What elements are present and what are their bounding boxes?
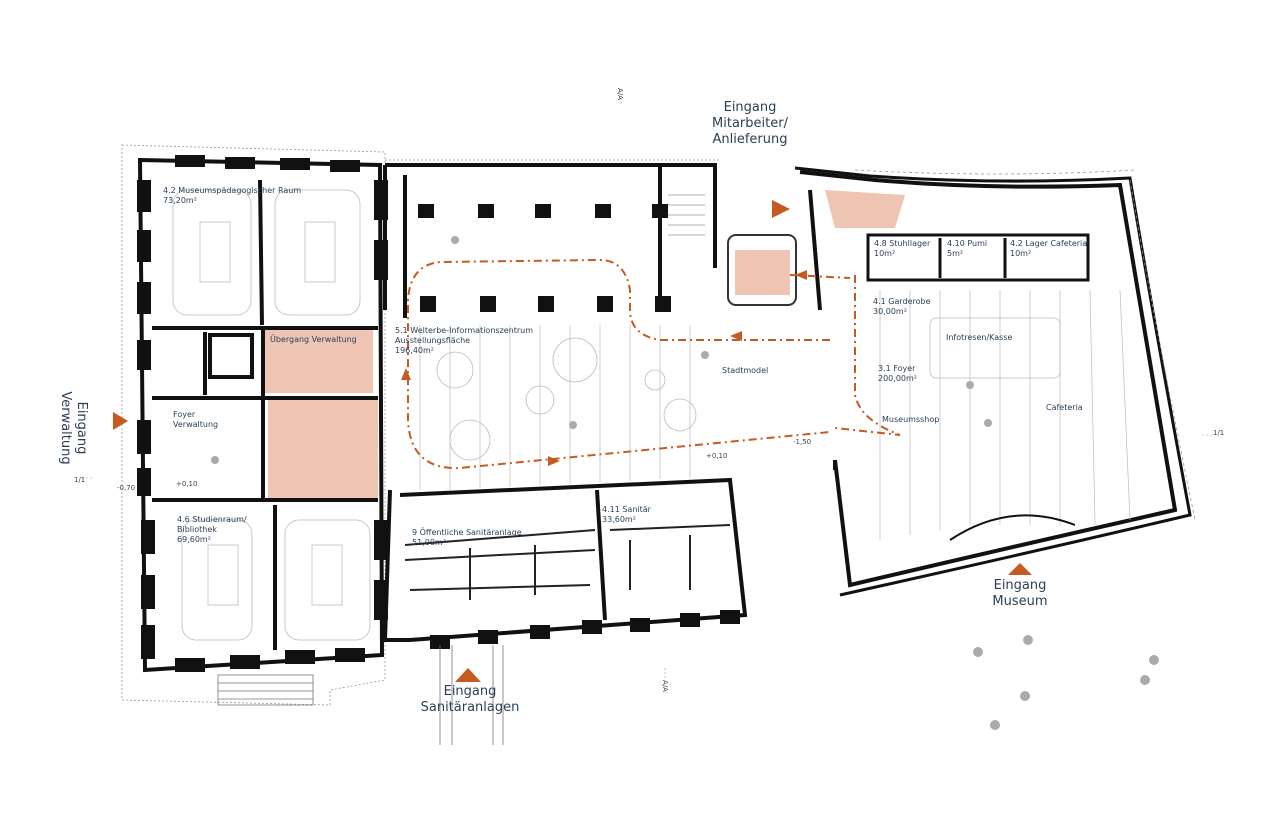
sanitary-walls (404, 524, 731, 600)
room-sanitaer: 4.11 Sanitär 33,60m² (602, 505, 651, 525)
route-arrows (401, 270, 807, 466)
exhibition-models (436, 337, 697, 461)
foyer-building-walls (799, 170, 1178, 588)
room-name: 5.1 Welterbe-Informationszentrum (395, 326, 534, 335)
room-name-2: Bibliothek (177, 525, 217, 534)
level-marker: +0,10 (176, 480, 198, 488)
highlight-areas (265, 190, 905, 498)
entrance-museum-line2: Museum (992, 594, 1048, 609)
entrance-staff-line1: Eingang (723, 100, 777, 115)
room-area: 30,00m² (873, 307, 907, 316)
section-mark: A/A (615, 88, 624, 100)
level-marker: +0,10 (706, 452, 728, 460)
room-name-2: Verwaltung (173, 420, 219, 429)
foyer-dashed (854, 169, 1196, 521)
section-lines (82, 98, 1212, 678)
room-name: 4.2 Museumspädagogischer Raum (163, 186, 302, 195)
people-figures (211, 236, 1159, 730)
level-marker: -0,70 (117, 484, 136, 492)
room-area: 51,00m² (412, 538, 446, 547)
info-desk (929, 317, 1061, 379)
entrance-sanitary-line1: Eingang (443, 684, 497, 699)
room-cafeteria: Cafeteria (1046, 403, 1083, 413)
room-foyer-verwaltung: Foyer Verwaltung (173, 410, 218, 430)
room-name: 4.2 Lager Cafeteria (1010, 239, 1088, 248)
room-name: Museumsshop (882, 415, 940, 424)
room-area: 69,60m² (177, 535, 211, 544)
section-mark: 1/1 (1213, 429, 1225, 437)
room-name: 4.1 Garderobe (873, 297, 931, 306)
room-oeff-sanitaer: 9 Öffentliche Sanitäranlage 51,00m² (412, 528, 522, 548)
entrance-admin-line1: Eingang (74, 401, 89, 455)
room-lager-cafe: 4.2 Lager Cafeteria 10m² (1010, 239, 1087, 259)
room-garderobe: 4.1 Garderobe 30,00m² (873, 297, 931, 317)
room-name-2: Ausstellungsfläche (395, 336, 471, 345)
room-area: 33,60m² (602, 515, 636, 524)
room-name: Infotresen/Kasse (946, 333, 1013, 342)
entrance-museum-label: Eingang Museum (975, 578, 1065, 610)
room-name: Stadtmodel (722, 366, 769, 375)
room-stadtmodel: Stadtmodel (722, 366, 768, 376)
room-name: 4.8 Stuhllager (874, 239, 931, 248)
museum-entrance-arc (949, 514, 1076, 541)
room-pumi: 4.10 Pumi 5m² (947, 239, 987, 259)
entrance-steps (217, 645, 504, 745)
room-name: Übergang Verwaltung (270, 335, 357, 344)
room-museumsshop: Museumsshop (882, 415, 939, 425)
room-foyer: 3.1 Foyer 200,00m² (878, 364, 917, 384)
room-infotresen: Infotresen/Kasse (946, 333, 1012, 343)
entrance-sanitary-label: Eingang Sanitäranlagen (410, 684, 530, 716)
room-area: 200,00m² (878, 374, 917, 383)
room-name: Cafeteria (1046, 403, 1083, 412)
room-area: 73,20m² (163, 196, 197, 205)
exhibition-lines (419, 325, 691, 490)
room-welterbe: 5.1 Welterbe-Informationszentrum Ausstel… (395, 326, 533, 356)
foyer-outer-wall (794, 166, 1192, 597)
entrance-museum-line1: Eingang (993, 578, 1047, 593)
room-area: 10m² (874, 249, 896, 258)
room-museumspaed: 4.2 Museumspädagogischer Raum 73,20m² (163, 186, 301, 206)
room-name: 9 Öffentliche Sanitäranlage (412, 528, 522, 537)
west-pillars (137, 155, 388, 672)
room-name: 4.11 Sanitär (602, 505, 651, 514)
entrance-sanitary-line2: Sanitäranlagen (420, 700, 520, 715)
section-mark: 1/1 (74, 476, 86, 484)
central-walls (382, 163, 748, 642)
room-area: 5m² (947, 249, 964, 258)
room-name: Foyer (173, 410, 196, 419)
entrance-admin-line2: Verwaltung (58, 391, 73, 465)
entrance-markers (113, 200, 1032, 682)
central-pillars (418, 204, 740, 649)
circulation-route (407, 258, 901, 470)
storage-block (866, 233, 1090, 282)
room-area: 196,40m² (395, 346, 434, 355)
section-mark: A/A (660, 680, 669, 692)
room-name: 3.1 Foyer (878, 364, 916, 373)
entrance-staff-line2: Mitarbeiter/ (712, 116, 788, 131)
room-area: 10m² (1010, 249, 1032, 258)
entrance-admin-label: Eingang Verwaltung (57, 383, 89, 473)
entrance-staff-label: Eingang Mitarbeiter/ Anlieferung (700, 100, 800, 148)
room-studienraum: 4.6 Studienraum/ Bibliothek 69,60m² (177, 515, 247, 545)
room-stuhllager: 4.8 Stuhllager 10m² (874, 239, 930, 259)
room-uebergang: Übergang Verwaltung (270, 335, 357, 345)
foyer-floor-lines (879, 289, 1131, 540)
furniture (172, 189, 371, 641)
stair-core (668, 194, 797, 306)
room-name: 4.10 Pumi (947, 239, 988, 248)
entrance-staff-line3: Anlieferung (712, 132, 788, 147)
level-marker: -1,50 (793, 438, 812, 446)
room-name: 4.6 Studienraum/ (177, 515, 247, 524)
